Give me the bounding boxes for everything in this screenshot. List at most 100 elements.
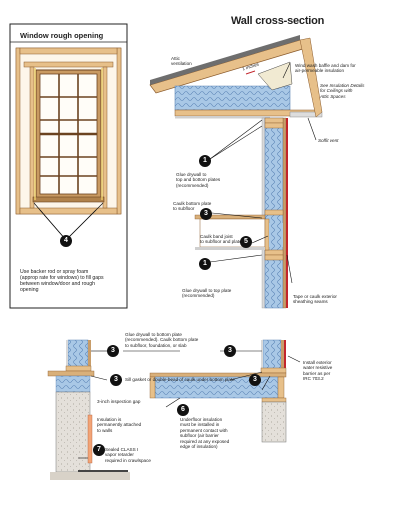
callout-3-sill: 3: [110, 374, 122, 386]
glue-top-bottom-line-2: top and bottom plates: [176, 177, 221, 183]
caulk-band-joist-label: Caulk band joist to subfloor and plates: [200, 234, 244, 245]
glue-bottom-line-1: Glue drywall to bottom plate: [125, 332, 182, 337]
attic-ventilation-label: Attic ventilation: [171, 56, 192, 67]
callout-3-bottom-left: 3: [107, 345, 119, 357]
wind-wash-line-2: air-permeable insulation: [295, 68, 345, 74]
caulk-band-joist-line-1: Caulk band joist: [200, 234, 233, 239]
glue-top-bottom-line-3: (recommended): [176, 182, 209, 188]
wall-section: [149, 35, 323, 309]
left-bottom-plate: [65, 365, 92, 372]
underfloor-line-1: Underfloor insulation: [180, 417, 223, 422]
underfloor-line-3: permanent contact with: [180, 427, 228, 433]
right-foundation: [261, 401, 287, 443]
window-panes: [40, 74, 97, 194]
glue-bottom-line-2: (recommended). Caulk bottom plate: [125, 337, 199, 343]
callout-3-bottom-right: 3: [224, 345, 236, 357]
window-sill: [32, 196, 105, 203]
glue-bottom-line-3: to subfloor, foundation, or slab: [125, 342, 187, 348]
install-barrier-line-4: IRC 703.2: [303, 376, 324, 382]
sealed-vapor-line-3: required in crawlspace: [105, 457, 151, 463]
attic-ventilation-line-1: Attic: [171, 56, 180, 61]
fascia: [299, 37, 323, 118]
left-rim-insulation: [55, 375, 91, 393]
glue-top-bottom-label: Glue drywall to top and bottom plates (r…: [176, 172, 220, 188]
insulation-attached-line-1: Insulation is: [97, 417, 122, 422]
wind-wash-label: Wind wash baffle and dam for air-permeab…: [295, 63, 356, 74]
underfloor-line-4: subfloor (air barrier: [180, 433, 219, 439]
install-barrier-label: Install exterior water resistive barrier…: [303, 360, 332, 382]
install-barrier-line-2: water resistive: [303, 365, 333, 371]
left-lower-wall: [67, 339, 89, 369]
callout-1-bottom: 1: [199, 258, 211, 270]
caulk-band-joist-line-2: to subfloor and plates: [200, 239, 244, 245]
insulation-attached-line-2: permanently attached: [97, 422, 142, 428]
callout-3-sill-right: 3: [249, 374, 261, 386]
window-panel: [9, 23, 128, 309]
tape-caulk-line-1: Tape or caulk exterior: [293, 294, 337, 299]
sealed-vapor-label: Sealed CLASS I vapor retarder required i…: [105, 447, 151, 463]
see-details-line-3: Attic Spaces: [320, 93, 346, 99]
window-panel-title: Window rough opening: [20, 31, 104, 40]
callout-3-wall: 3: [200, 208, 212, 220]
soffit-vent-label: Soffit vent: [318, 138, 339, 143]
window-note: Use backer rod or spray foam (approp rat…: [20, 269, 104, 294]
wall-section-title: Wall cross-section: [231, 15, 325, 27]
callout-6-underfloor: 6: [177, 404, 189, 416]
caulk-bottom-plate-line-1: Caulk bottom plate: [173, 201, 212, 206]
insulation-attached-label: Insulation is permanently attached to wa…: [97, 417, 141, 433]
bottom-leader-lines: [78, 350, 301, 459]
install-barrier-line-1: Install exterior: [303, 360, 332, 365]
gap-foam: [34, 68, 103, 200]
glue-top-plate-line-1: Glue drywall to top plate: [182, 288, 232, 293]
soffit: [289, 111, 323, 118]
left-floor: [47, 370, 95, 377]
caulk-bottom-plate-label: Caulk bottom plate to subfloor: [173, 201, 211, 212]
see-details-label: See Insulation Details for Ceilings with…: [320, 83, 364, 99]
window-note-line-1: Use backer rod or spray foam: [20, 269, 89, 275]
underfloor-line-2: must be installed in: [180, 422, 220, 428]
see-details-line-1: See Insulation Details: [320, 83, 365, 88]
sealed-vapor-line-1: Sealed CLASS I: [105, 447, 139, 452]
glue-bottom-label: Glue drywall to bottom plate (recommende…: [125, 332, 198, 348]
sill-gasket-label: Sill gasket or double-bead of caulk unde…: [125, 377, 235, 382]
insulation-attached-line-3: to walls: [97, 427, 113, 433]
wall-leader-lines: [209, 62, 317, 284]
callout-4-leaders: [33, 202, 104, 241]
glue-top-bottom-line-1: Glue drywall to: [176, 172, 207, 177]
inches-marker: [245, 70, 256, 75]
window-note-line-4: opening: [20, 287, 39, 294]
crawlspace-ground: [50, 472, 130, 480]
floor-joist: [149, 376, 156, 399]
bottom-section: [47, 339, 301, 480]
underfloor-line-6: edge of insulation): [180, 444, 218, 450]
underfloor-line-5: required at any exposed: [180, 438, 230, 444]
left-foundation: [55, 391, 91, 473]
underfloor-label: Underfloor insulation must be installed …: [180, 417, 229, 449]
see-details-line-2: for Ceilings with: [320, 88, 353, 94]
vapor-retarder: [78, 470, 128, 472]
callout-4-badge: 4: [60, 235, 72, 247]
insulation-board: [87, 414, 93, 464]
callout-1-top: 1: [199, 155, 211, 167]
ceiling-drywall: [175, 116, 270, 119]
right-lower-wall: [262, 339, 282, 371]
callout-5-wall: 5: [240, 236, 252, 248]
window-note-line-2: (approp rate for windows) to fill gaps: [20, 275, 104, 282]
window-note-line-3: between window/door and rough: [20, 281, 95, 288]
install-barrier-line-3: barrier as per: [303, 370, 331, 376]
right-sill-plate: [261, 397, 287, 403]
tape-caulk-line-2: sheathing seams: [293, 299, 328, 305]
inspection-gap-label: 3-inch inspection gap: [97, 399, 141, 404]
window-studs: [15, 47, 122, 215]
wind-wash-line-1: Wind wash baffle and dam for: [295, 63, 356, 68]
right-bottom-plate: [260, 367, 287, 374]
tape-caulk-label: Tape or caulk exterior sheathing seams: [293, 294, 337, 305]
glue-top-plate-label: Glue drywall to top plate (recommended): [182, 288, 231, 299]
sealed-vapor-line-2: vapor retarder: [105, 452, 134, 458]
upper-wall: [261, 117, 288, 309]
attic-ventilation-line-2: ventilation: [171, 61, 192, 67]
caulk-bottom-plate-line-2: to subfloor: [173, 206, 195, 212]
wind-wash-baffle: [257, 61, 293, 91]
